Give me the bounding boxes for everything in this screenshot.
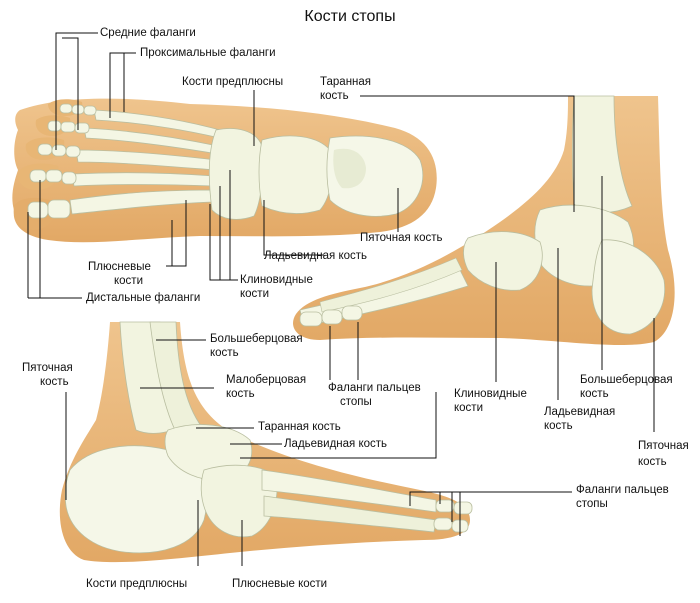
label-fibula-lateral-1: Малоберцовая bbox=[226, 374, 307, 386]
leader-lines bbox=[27, 32, 655, 566]
label-cuneiform-top-2: кости bbox=[240, 288, 269, 300]
label-tibia-lateral-1: Большеберцовая bbox=[210, 333, 303, 345]
medial-view-foot bbox=[293, 95, 675, 346]
label-metatarsals-top-1: Плюсневые bbox=[88, 261, 151, 273]
label-metatarsals-top-2: кости bbox=[114, 275, 143, 287]
top-view-foot bbox=[12, 98, 437, 243]
label-middle-phalanges: Средние фаланги bbox=[100, 27, 196, 39]
label-toe-phalanges-medial-1: Фаланги пальцев bbox=[328, 382, 421, 394]
label-cuneiform-medial-1: Клиновидные bbox=[454, 388, 527, 400]
label-metatarsals-lateral: Плюсневые кости bbox=[232, 578, 328, 590]
label-navicular-medial-1: Ладьевидная bbox=[544, 406, 616, 418]
label-talus-top-1: Таранная bbox=[320, 76, 372, 88]
label-calcaneus-lateral-1: Пяточная bbox=[22, 362, 73, 374]
label-tibia-lateral-2: кость bbox=[210, 347, 239, 359]
label-calcaneus-medial-2: кость bbox=[638, 456, 667, 468]
label-tibia-medial-1: Большеберцовая bbox=[580, 374, 673, 386]
label-tarsal-bones-lateral: Кости предплюсны bbox=[86, 578, 188, 590]
label-calcaneus-lateral-2: кость bbox=[40, 376, 69, 388]
label-calcaneus-medial-1: Пяточная bbox=[638, 440, 689, 452]
lateral-view-foot bbox=[59, 321, 473, 563]
label-toe-phalanges-lateral-1: Фаланги пальцев bbox=[576, 484, 669, 496]
label-talus-top-2: кость bbox=[320, 90, 349, 102]
label-talus-lateral: Таранная кость bbox=[258, 421, 341, 433]
label-calcaneus-top: Пяточная кость bbox=[360, 232, 443, 244]
label-tarsal-bones-top: Кости предплюсны bbox=[182, 76, 284, 88]
label-distal-phalanges: Дистальные фаланги bbox=[86, 292, 201, 304]
label-navicular-top: Ладьевидная кость bbox=[264, 250, 368, 262]
label-proximal-phalanges: Проксимальные фаланги bbox=[140, 47, 276, 59]
diagram-title: Кости стопы bbox=[304, 8, 396, 25]
label-navicular-medial-2: кость bbox=[544, 420, 573, 432]
label-fibula-lateral-2: кость bbox=[226, 388, 255, 400]
label-navicular-lateral: Ладьевидная кость bbox=[284, 438, 388, 450]
label-toe-phalanges-medial-2: стопы bbox=[340, 396, 372, 408]
label-cuneiform-medial-2: кости bbox=[454, 402, 483, 414]
label-tibia-medial-2: кость bbox=[580, 388, 609, 400]
label-toe-phalanges-lateral-2: стопы bbox=[576, 498, 608, 510]
label-cuneiform-top-1: Клиновидные bbox=[240, 274, 313, 286]
